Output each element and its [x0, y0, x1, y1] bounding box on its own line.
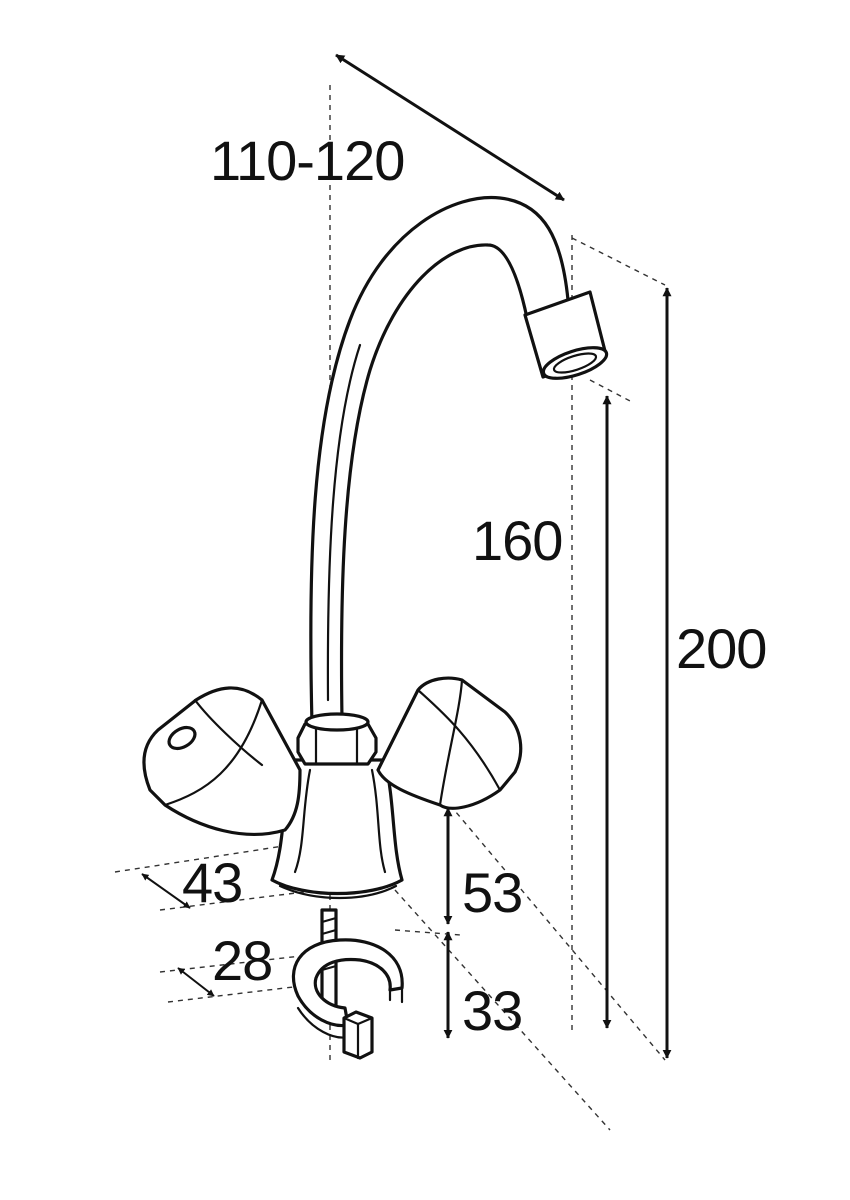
- dimension-lines: [141, 53, 672, 1059]
- body-height-label: 53: [462, 861, 522, 924]
- outlet-height-label: 160: [472, 509, 562, 572]
- base-diameter-dimension-line: [141, 873, 191, 909]
- total-height-label: 200: [676, 617, 766, 680]
- hole-diameter-dimension-line: [177, 967, 215, 997]
- spout-reach-label: 110-120: [210, 129, 404, 192]
- dimension-labels: 110-120 160 200 53 33 43 28: [182, 129, 767, 1042]
- mount-depth-label: 33: [462, 979, 522, 1042]
- base-diameter-label: 43: [182, 851, 242, 914]
- hole-diameter-label: 28: [212, 929, 272, 992]
- spout: [309, 195, 570, 727]
- spout-reach-dimension-line: [335, 53, 565, 202]
- hex-nut: [296, 712, 378, 766]
- aerator-nozzle: [523, 290, 609, 380]
- right-handle: [376, 676, 523, 810]
- left-handle: [142, 686, 302, 836]
- mounting-nut: [342, 1010, 374, 1060]
